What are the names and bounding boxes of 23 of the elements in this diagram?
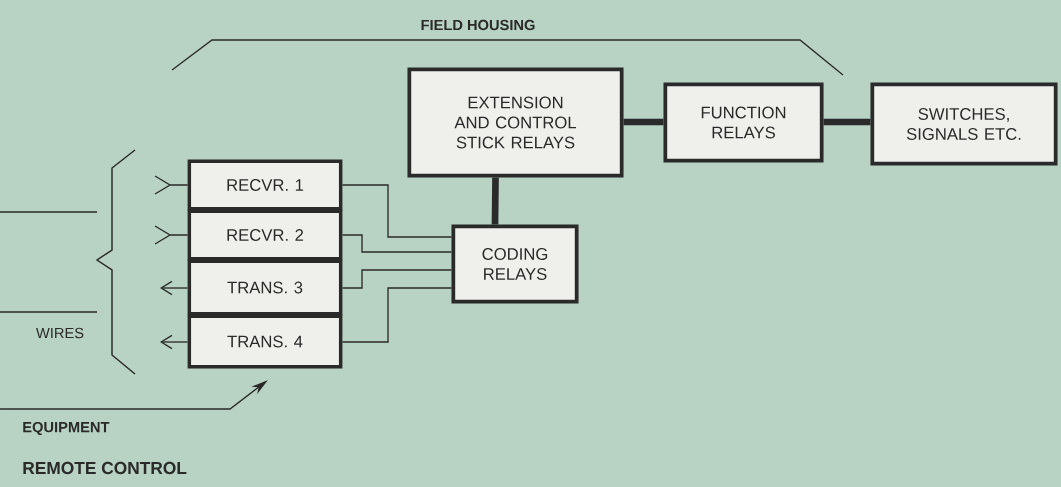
label: WIRES [36, 327, 84, 339]
channel-cell: TRANS. 4 [187, 314, 343, 369]
label: FIELD HOUSING [421, 19, 535, 31]
connector-line [623, 118, 664, 126]
relay-box: CODING RELAYS [451, 224, 579, 304]
relay-box: FUNCTION RELAYS [663, 82, 824, 163]
equipment-label: EQUIPMENT [23, 421, 110, 436]
connector-line [823, 118, 871, 126]
signal-arrow [154, 175, 189, 195]
signal-arrow [160, 280, 189, 296]
relay-box: EXTENSION AND CONTROL STICK RELAYS [407, 67, 624, 178]
channel-cell: RECVR. 2 [187, 209, 343, 261]
relay-box: SWITCHES, SIGNALS ETC. [870, 82, 1058, 166]
signal-arrow [154, 225, 189, 245]
connector-line [341, 269, 453, 289]
channel-cell: TRANS. 3 [187, 259, 343, 316]
connector-line [341, 287, 453, 343]
signal-arrow [160, 334, 189, 350]
connector-line [341, 234, 453, 253]
channel-cell: RECVR. 1 [187, 159, 343, 211]
connector-line [341, 184, 453, 238]
title: REMOTE CONTROL [23, 461, 187, 475]
connector-line [491, 177, 499, 225]
